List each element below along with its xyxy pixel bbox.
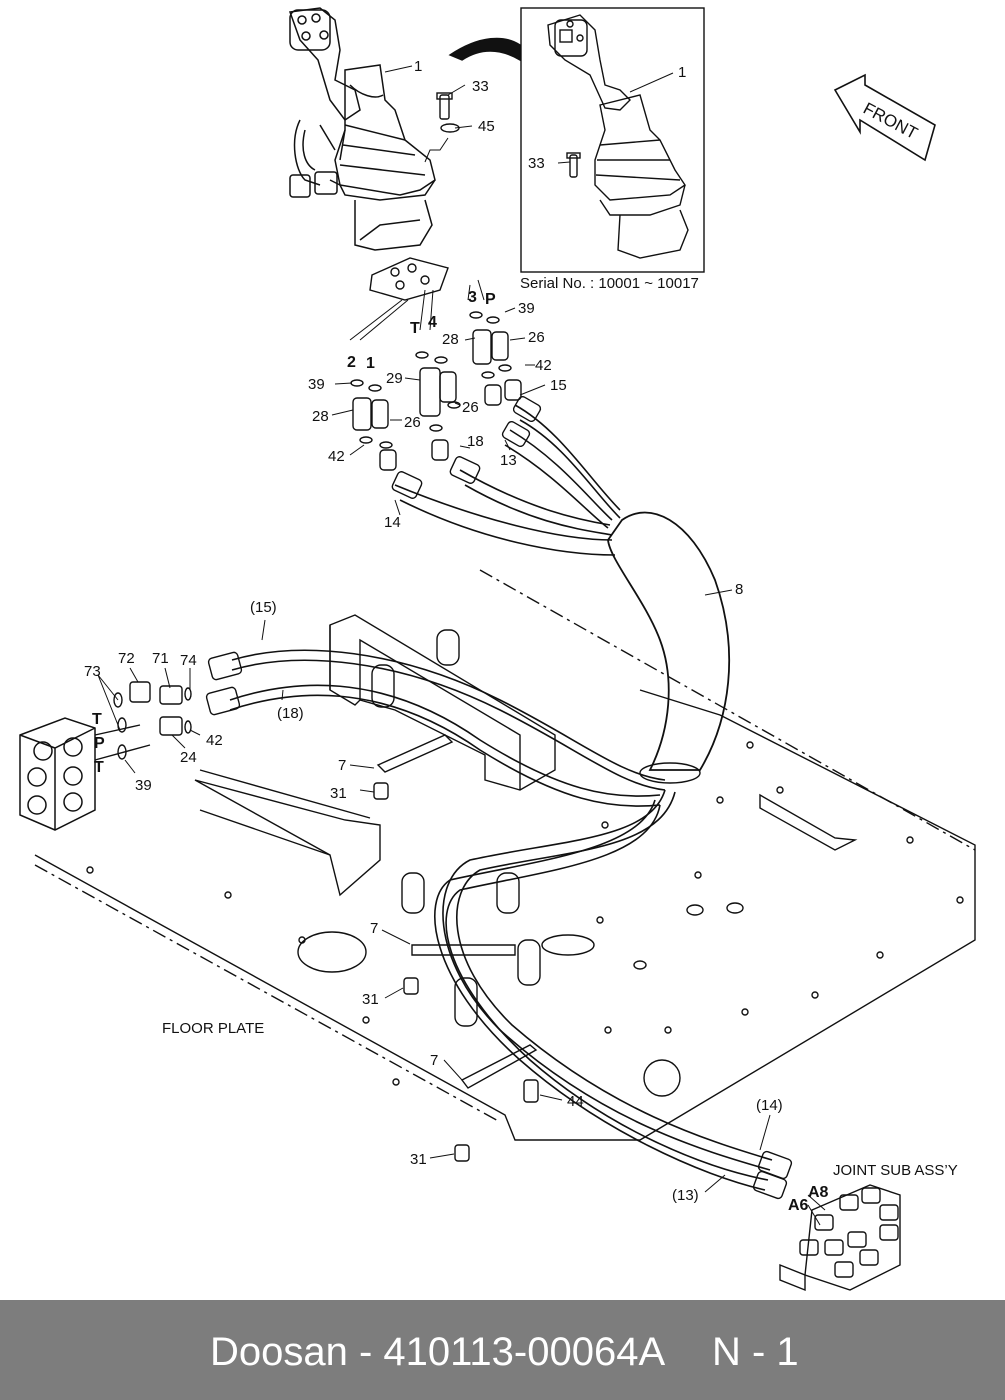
callout: 39 [518, 300, 535, 317]
callout: 26 [462, 399, 479, 416]
callout: 26 [528, 329, 545, 346]
hose-protector [607, 511, 731, 771]
joint-sub-assy-label: JOINT SUB ASS’Y [833, 1162, 958, 1179]
callout: 31 [410, 1151, 427, 1168]
callout: 29 [386, 370, 403, 387]
parts-diagram: 1 33 45 3 P 39 T 4 28 26 2 1 42 15 39 29… [19, 7, 976, 1292]
callout: (13) [672, 1187, 699, 1204]
footer-bar: Doosan - 410113-00064A N - 1 [0, 1300, 1005, 1400]
callout: 14 [384, 514, 401, 531]
callout: 7 [370, 920, 378, 937]
port-label: 1 [366, 355, 375, 372]
valve-block [19, 717, 96, 831]
front-arrow [833, 73, 936, 162]
port-label: 4 [428, 314, 437, 331]
callout: 33 [472, 78, 489, 95]
callout: 44 [567, 1093, 584, 1110]
inset-frame [520, 7, 705, 273]
brand-part-number: Doosan - 410113-00064A [210, 1330, 666, 1374]
callout: 31 [362, 991, 379, 1008]
floor-plate-outline [34, 689, 976, 1141]
inset-callout: 33 [528, 155, 545, 172]
port-label: P [485, 291, 496, 308]
port-label: T [410, 320, 420, 337]
callout: 73 [84, 663, 101, 680]
port-label: 3 [468, 289, 477, 306]
joystick-inset [547, 14, 689, 259]
joystick-main [288, 7, 436, 251]
mounting-posts [371, 629, 541, 1027]
callout: 42 [328, 448, 345, 465]
page-number: N - 1 [712, 1330, 799, 1374]
hoses [229, 404, 773, 1191]
callout: (18) [277, 705, 304, 722]
callout: 8 [735, 581, 743, 598]
pointer-arrow [448, 37, 521, 62]
front-label: FRONT [860, 99, 921, 143]
port-label: 2 [347, 354, 356, 371]
hose-fittings [205, 395, 793, 1200]
port-label: A6 [788, 1197, 809, 1214]
adapters-middle [415, 351, 461, 461]
joint-sub-assembly [779, 1184, 901, 1292]
callout: 15 [550, 377, 567, 394]
adapters-left [350, 379, 397, 471]
gasket-plate [369, 257, 449, 301]
floor-plate-holes [86, 741, 964, 1097]
callout: 26 [404, 414, 421, 431]
callout: 31 [330, 785, 347, 802]
callout: 28 [442, 331, 459, 348]
adapters-right [469, 311, 522, 406]
diagram-svg: 1 33 45 3 P 39 T 4 28 26 2 1 42 15 39 29… [19, 7, 976, 1292]
callout: 42 [206, 732, 223, 749]
channel-bracket [329, 614, 556, 791]
callout: 7 [430, 1052, 438, 1069]
callout: (14) [756, 1097, 783, 1114]
callout: 71 [152, 650, 169, 667]
callout: 42 [535, 357, 552, 374]
callout: 45 [478, 118, 495, 135]
floor-plate-label: FLOOR PLATE [162, 1020, 264, 1037]
port-label: A8 [808, 1184, 829, 1201]
port-label: T [94, 759, 104, 776]
callout: 7 [338, 757, 346, 774]
callout: 28 [312, 408, 329, 425]
valve-fittings [94, 681, 192, 761]
callout: 39 [308, 376, 325, 393]
callout: 74 [180, 652, 197, 669]
callout: 13 [500, 452, 517, 469]
callout: 18 [467, 433, 484, 450]
callout: 72 [118, 650, 135, 667]
port-label: P [94, 735, 105, 752]
callout: 39 [135, 777, 152, 794]
leader-lines [97, 65, 826, 1226]
serial-number: Serial No. : 10001 ~ 10017 [520, 275, 699, 292]
callout: 1 [414, 58, 422, 75]
port-label: T [92, 711, 102, 728]
inset-callout: 1 [678, 64, 686, 81]
callout: 24 [180, 749, 197, 766]
callout: (15) [250, 599, 277, 616]
